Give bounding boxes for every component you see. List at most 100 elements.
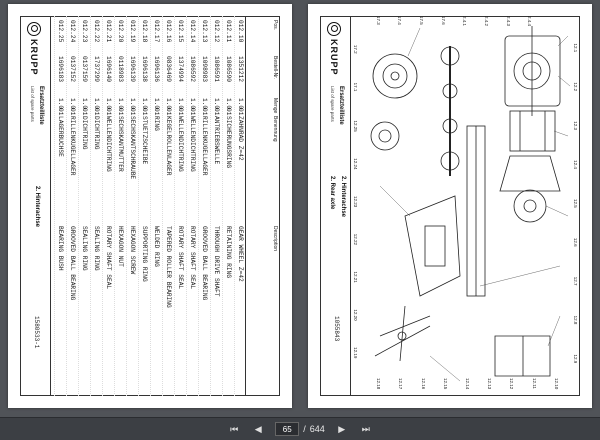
row-unit: 01 [237, 108, 244, 116]
row-desc-en: GEAR WHEEL Z=42 [237, 226, 244, 282]
footer-subtitle: List of spare parts [30, 86, 35, 122]
callout-label: 12.5 [573, 199, 578, 208]
row-desc-en: RETAINING RING [225, 226, 232, 278]
row-pos: 012.25 [57, 20, 64, 43]
callout-label: 12.2 [573, 82, 578, 92]
callout-label: 12.22 [353, 233, 358, 246]
footer-group: 2. Hinterachse [34, 186, 40, 228]
row-desc-en: WELDED RING [153, 226, 160, 267]
parts-list-header: Pos. Bestell-Nr. Menge Benennung Descrip… [245, 16, 280, 396]
footer-group-en: 2. Rear axle [329, 176, 335, 210]
row-desc-de: WELLENDICHTRING [105, 116, 112, 172]
row-desc-en: SEALING RING [93, 226, 100, 271]
callout-label: 12.10 [553, 378, 559, 390]
row-desc-en: HEXAGON NUT [117, 226, 124, 267]
row-part-number: 0137152 [69, 56, 76, 82]
row-desc-de: WELLENDICHTRING [177, 116, 184, 172]
row-pos: 012.17 [153, 20, 160, 43]
row-unit: 01 [141, 108, 148, 116]
footer-title: Ersatzteilliste [38, 86, 44, 125]
krupp-rings-icon [327, 22, 341, 36]
callout-label: 12.4 [573, 160, 578, 169]
row-pos: 012.10 [237, 20, 244, 43]
row-desc-de: RING [153, 116, 160, 131]
row-unit: 01 [165, 108, 172, 116]
row-unit: 01 [189, 108, 196, 116]
rear-axle-exploded-view [370, 26, 571, 382]
row-pos: 012.19 [129, 20, 136, 43]
row-desc-de: SECHSKANTSCHRAUBE [129, 116, 136, 180]
logo-text: KRUPP [329, 39, 339, 76]
row-desc-de: DICHTRING [93, 116, 100, 150]
row-desc-en: THROUGH DRIVE SHAFT [213, 226, 220, 297]
row-pos: 012.18 [141, 20, 148, 43]
row-desc-de: ZAHNRAD Z=42 [237, 116, 244, 161]
callout-label: 17.5 [419, 16, 425, 25]
page-left-parts-list: Pos. Bestell-Nr. Menge Benennung Descrip… [8, 4, 292, 408]
row-pos: 012.13 [201, 20, 208, 43]
row-pos: 012.22 [93, 20, 100, 43]
footer-code: 1055843 [333, 316, 340, 342]
callout-label: 12.16 [420, 378, 426, 390]
row-unit: 01 [81, 108, 88, 116]
row-part-number: 1351212 [237, 56, 244, 82]
row-unit: 01 [57, 108, 64, 116]
callout-label: 12.24 [353, 158, 358, 170]
row-desc-en: BEARING BUSH [57, 226, 64, 271]
row-part-number: 1696183 [57, 56, 64, 82]
row-unit: 01 [69, 108, 76, 116]
header-part: Bestell-Nr. [272, 56, 278, 80]
row-part-number: 0118983 [117, 56, 124, 82]
header-desc: Benennung [272, 116, 278, 142]
row-desc-de: RILLENKUGELLAGER [201, 116, 208, 176]
drawing-footer: KRUPP Ersatzteilliste List of spare part… [320, 16, 351, 396]
row-unit: 01 [153, 108, 160, 116]
row-desc-de: RILLENKUGELLAGER [69, 116, 76, 176]
callout-label: 12.14 [465, 378, 470, 390]
header-qty: Menge [272, 98, 278, 114]
row-desc-de: LAGERBUCHSE [57, 116, 64, 157]
header-pos: Pos. [272, 20, 278, 31]
row-unit: 01 [213, 108, 220, 116]
callout-label: 12.17 [398, 378, 404, 390]
next-page-icon[interactable]: ▶ [338, 423, 346, 434]
krupp-rings-icon [27, 22, 41, 36]
row-part-number: 1696140 [105, 56, 112, 82]
callout-label: 17.3 [375, 16, 381, 25]
callout-label: 12.13 [487, 378, 493, 390]
callout-label: 12.6 [573, 237, 578, 247]
row-pos: 012.12 [213, 20, 220, 43]
row-desc-en: ROTARY SHAFT SEAL [189, 226, 196, 290]
callout-label: 12.9 [573, 354, 578, 364]
callout-label: 12.25 [353, 120, 358, 132]
first-page-icon[interactable]: ⏮ [230, 423, 239, 434]
callout-label: 12.19 [353, 347, 358, 359]
row-part-number: 1098983 [201, 56, 208, 82]
callout-label: 17.2 [353, 44, 358, 54]
row-unit: 01 [177, 108, 184, 116]
last-page-icon[interactable]: ⏭ [361, 423, 370, 434]
viewer-toolbar: ⏮ ◀ / 644 ▶ ⏭ [0, 417, 600, 440]
row-pos: 012.14 [189, 20, 196, 43]
row-pos: 012.11 [225, 20, 232, 43]
row-desc-de: SICHERUNGSRING [225, 116, 232, 168]
row-desc-en: GROOVED BALL BEARING [69, 226, 76, 301]
page-number-input[interactable] [275, 422, 300, 436]
row-unit: 01 [117, 108, 124, 116]
callout-label: 17.4 [397, 16, 403, 25]
callout-label: 2.4.4 [527, 16, 533, 27]
row-part-number: 1696139 [129, 56, 136, 82]
callout-label: 12.8 [573, 315, 578, 325]
total-pages: 644 [309, 424, 325, 434]
previous-page-icon[interactable]: ◀ [254, 423, 262, 434]
callout-label: 12.18 [376, 378, 382, 390]
callout-label: 12.23 [353, 196, 358, 208]
callout-label: 17.6 [440, 16, 446, 25]
